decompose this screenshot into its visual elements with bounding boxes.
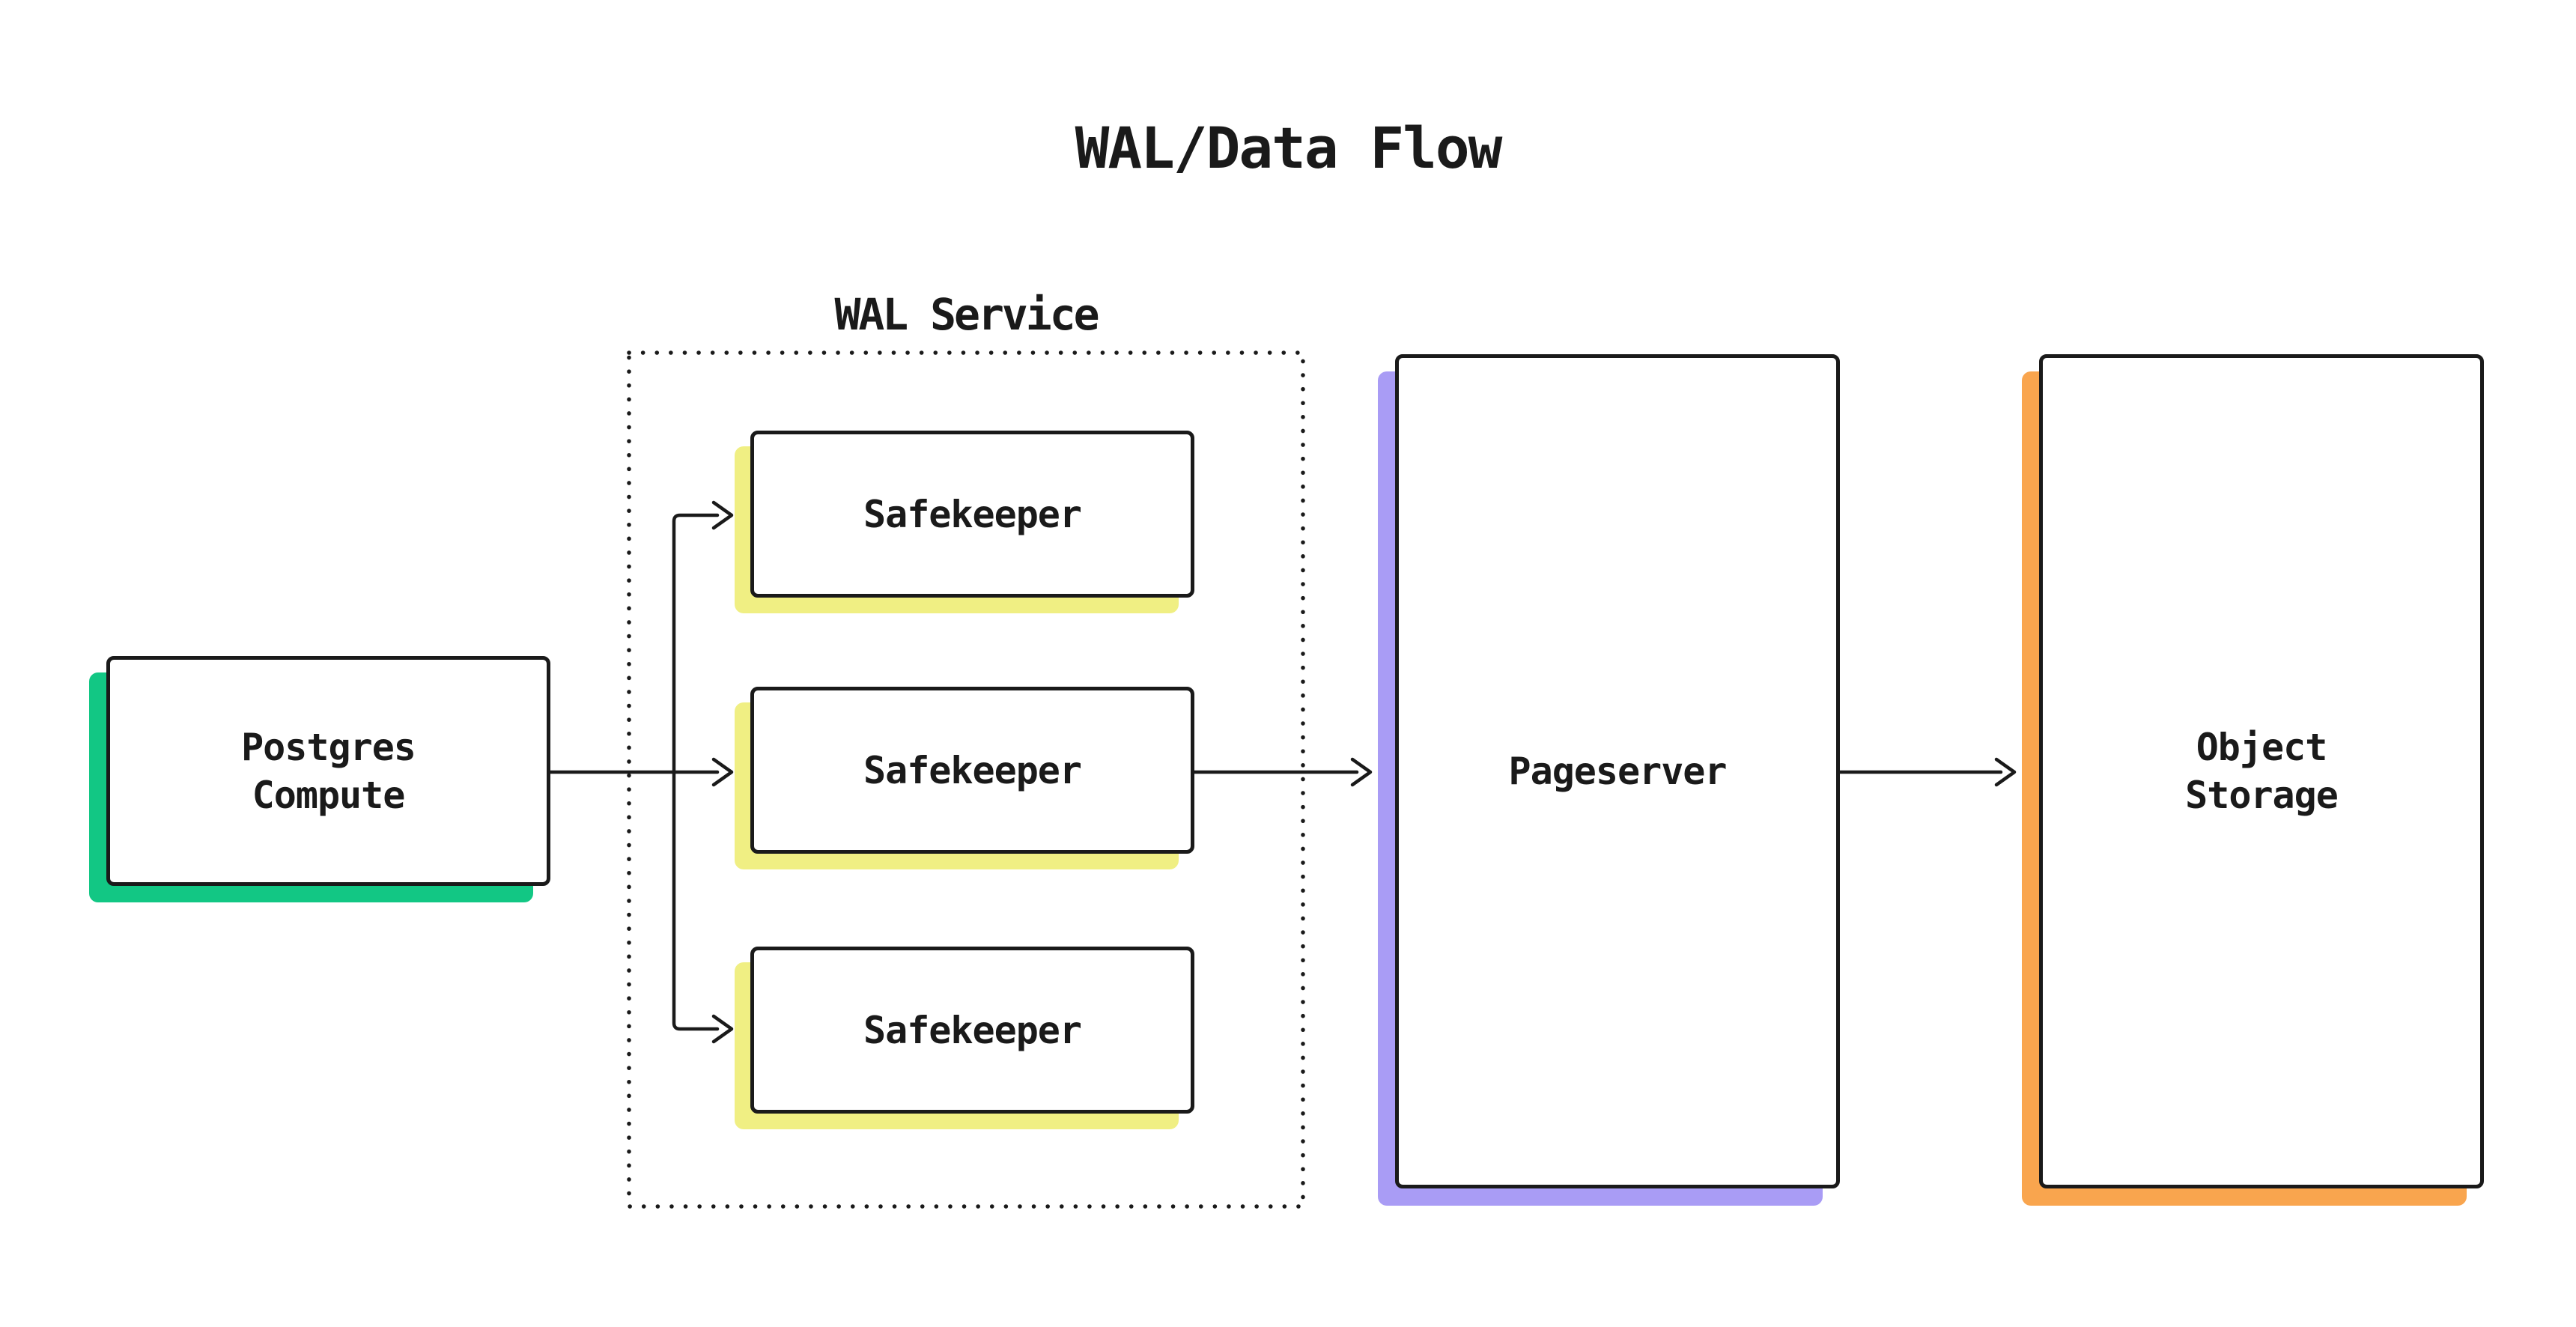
- node-pageserver: Pageserver: [1395, 354, 1840, 1188]
- diagram-title: WAL/Data Flow: [1075, 115, 1503, 181]
- node-label-line: Compute: [252, 773, 406, 817]
- node-label-line: Postgres: [241, 725, 416, 769]
- node-label-line: Safekeeper: [863, 748, 1082, 792]
- arrowhead-object-storage-icon: [1994, 757, 2017, 787]
- node-label-line: Safekeeper: [863, 492, 1082, 536]
- node-label-line: Pageserver: [1508, 750, 1727, 793]
- node-object-storage: Object Storage: [2039, 354, 2484, 1188]
- node-safekeeper-1: Safekeeper: [750, 431, 1194, 598]
- node-safekeeper-3: Safekeeper: [750, 947, 1194, 1114]
- node-label-line: Storage: [2185, 774, 2339, 817]
- node-label-line: Object: [2196, 726, 2328, 769]
- node-safekeeper-2: Safekeeper: [750, 687, 1194, 854]
- node-label-line: Safekeeper: [863, 1008, 1082, 1052]
- arrowhead-safekeeper-3-icon: [711, 1014, 734, 1044]
- arrowhead-pageserver-icon: [1350, 757, 1373, 787]
- arrowhead-safekeeper-1-icon: [711, 500, 734, 530]
- node-postgres-compute: Postgres Compute: [106, 656, 550, 886]
- arrowhead-safekeeper-2-icon: [711, 757, 734, 787]
- wal-service-label: WAL Service: [834, 289, 1099, 340]
- arrow-branch-line: [672, 513, 720, 1031]
